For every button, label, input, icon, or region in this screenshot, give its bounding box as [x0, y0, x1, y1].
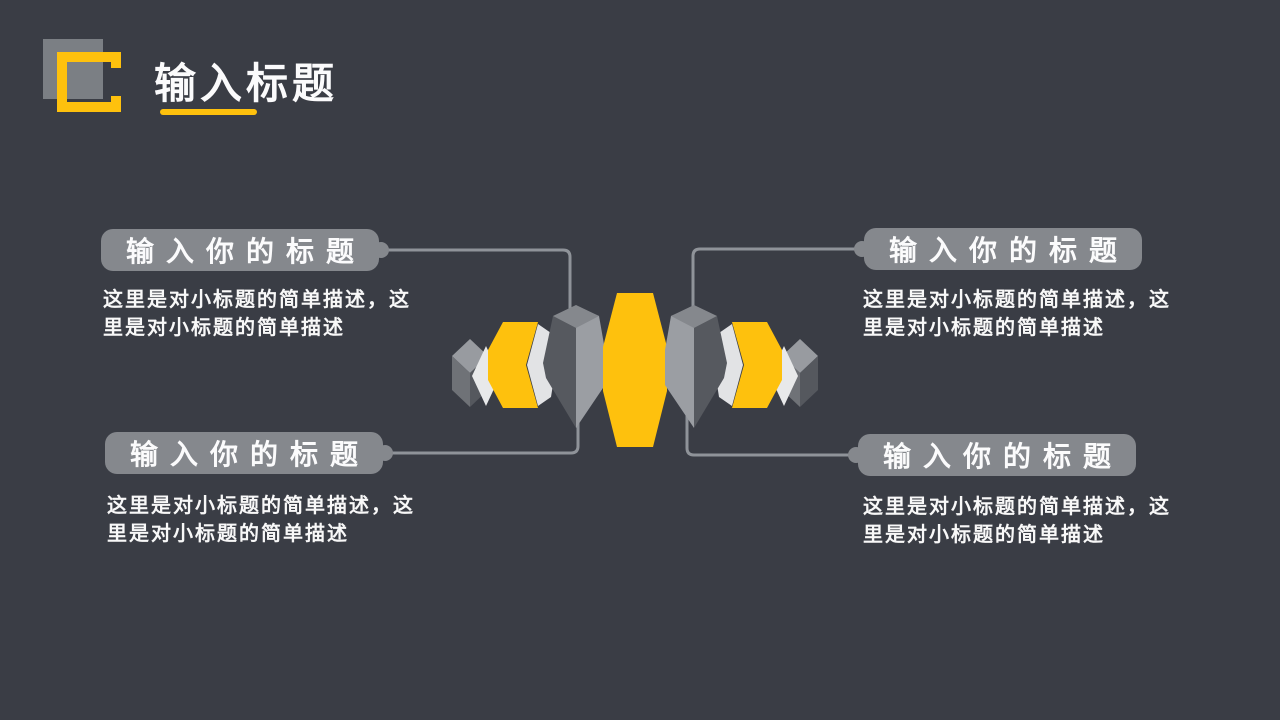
cube-left-face: [452, 356, 470, 407]
description-top-right: 这里是对小标题的简单描述，这里是对小标题的简单描述: [863, 289, 1171, 339]
connector-lines: [379, 247, 866, 457]
prism-top-face: [553, 305, 599, 328]
prism-dark-face: [694, 316, 727, 428]
connector-top-right: [691, 247, 866, 316]
yellow-plate: [732, 322, 782, 408]
prism-light-face: [576, 306, 605, 428]
hexagon-group-left: [452, 305, 605, 428]
callout-pill-bottom-left: 输入你的标题: [105, 432, 383, 474]
description-bottom-right: 这里是对小标题的简单描述，这里是对小标题的简单描述: [863, 496, 1171, 546]
prism-dark-face: [543, 316, 576, 428]
prism-top-face: [671, 305, 717, 328]
description-bottom-left: 这里是对小标题的简单描述，这里是对小标题的简单描述: [107, 495, 415, 545]
callout-pill-bottom-right: 输入你的标题: [858, 434, 1136, 476]
prism-light-face: [665, 306, 694, 428]
cube-right-face: [800, 356, 818, 407]
connector-top-left: [379, 248, 572, 316]
description-top-left: 这里是对小标题的简单描述，这里是对小标题的简单描述: [103, 289, 411, 339]
header-icon-square: [43, 39, 103, 99]
center-hexagon: [603, 293, 667, 447]
slide-title: 输入标题: [154, 60, 339, 107]
title-underline: [160, 109, 257, 115]
yellow-plate: [488, 322, 538, 408]
callout-pill-top-right: 输入你的标题: [864, 228, 1142, 270]
connector-bottom-left: [383, 420, 580, 455]
hexagon-group-right: [665, 305, 818, 428]
square-bracket-icon: [43, 39, 121, 112]
header-icon-bracket: [57, 52, 121, 112]
callout-pill-top-left: 输入你的标题: [101, 229, 379, 271]
connector-bottom-right: [685, 414, 862, 457]
